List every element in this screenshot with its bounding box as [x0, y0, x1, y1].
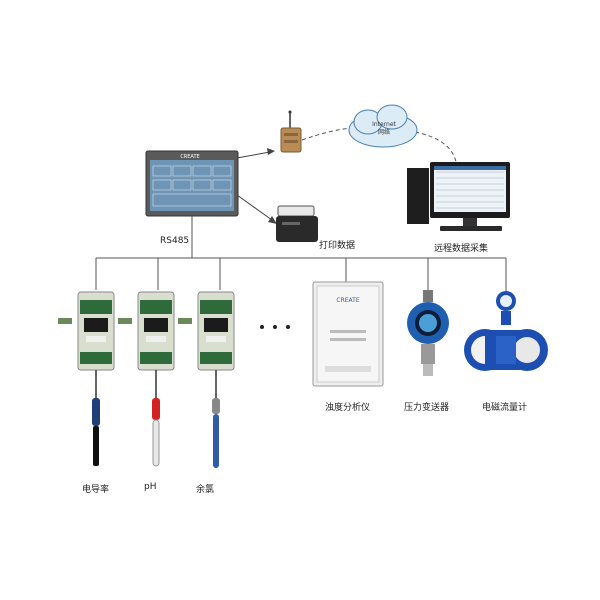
conductivity-label: 电导率: [82, 485, 110, 495]
computer-icon: [407, 162, 510, 231]
hmi-touch-panel: CREATE: [145, 150, 239, 217]
turbidity-label: 浊度分析仪: [325, 403, 371, 413]
cloud-label: Internet 网络: [354, 121, 414, 137]
bus-lines: [95, 215, 507, 294]
remote-acquisition-label: 远程数据采集: [434, 244, 489, 254]
ph-probe: [152, 398, 160, 467]
rs485-label: RS485: [160, 236, 190, 246]
pressure-transmitter: [407, 290, 449, 376]
internet-cloud-icon: [348, 104, 418, 148]
ph-module: [118, 291, 175, 398]
hmi-to-router-arrow: [236, 148, 275, 159]
cloud-label-line1: Internet: [372, 121, 396, 128]
turbidity-analyzer: CREATE: [312, 281, 384, 387]
cloud-label-line2: 网络: [377, 129, 390, 136]
more-devices-ellipsis: [260, 325, 290, 329]
pressure-label: 压力变送器: [404, 403, 450, 413]
conductivity-module: [58, 291, 115, 398]
flowmeter: [464, 291, 548, 371]
hmi-brand: CREATE: [180, 154, 199, 160]
flowmeter-label: 电磁流量计: [482, 403, 528, 413]
printer-label: 打印数据: [319, 241, 356, 251]
chlorine-module: [178, 291, 235, 398]
hmi-to-printer-arrow: [236, 194, 277, 224]
chlorine-label: 余氯: [196, 485, 215, 495]
ph-label: pH: [144, 482, 157, 492]
network-dashed-link: [301, 127, 458, 169]
router-icon: [280, 110, 302, 153]
turbidity-brand: CREATE: [336, 297, 359, 304]
printer-icon: [276, 205, 318, 242]
conductivity-probe: [92, 398, 100, 466]
chlorine-probe: [212, 398, 220, 468]
